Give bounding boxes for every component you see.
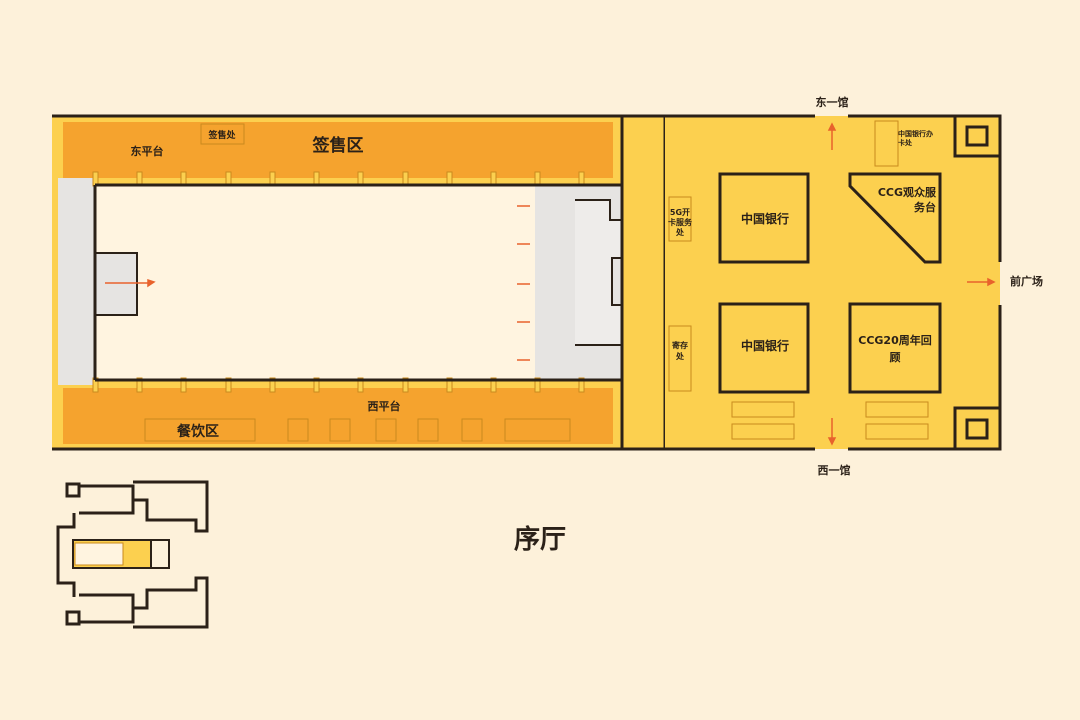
west-platform-label: 西平台 bbox=[368, 399, 401, 413]
column-row-bottom bbox=[92, 377, 585, 393]
ticket-area-zone[interactable] bbox=[63, 122, 613, 178]
locator-minimap bbox=[56, 480, 209, 629]
ccg-20th-room[interactable] bbox=[848, 302, 942, 394]
flow-arrows bbox=[105, 122, 996, 446]
front-hall-area bbox=[665, 116, 1000, 449]
5g-service-box[interactable] bbox=[668, 196, 692, 242]
storage-label: 寄存处 bbox=[672, 341, 688, 361]
corridor bbox=[622, 116, 665, 449]
bank-bottom-label: 中国银行 bbox=[741, 338, 789, 353]
left-stairs bbox=[58, 178, 95, 385]
5g-service-label: 5G开卡服务处 bbox=[668, 208, 692, 237]
main-hall-floor bbox=[95, 185, 535, 380]
benches bbox=[731, 401, 929, 440]
bank-card-office-label: 中国银行办卡处 bbox=[898, 130, 933, 147]
exit-west-hall[interactable]: 西一馆 bbox=[818, 463, 851, 477]
bank-card-office-box[interactable] bbox=[874, 120, 899, 167]
west-platform-zone[interactable] bbox=[63, 388, 613, 444]
bank-room-top[interactable] bbox=[718, 172, 810, 264]
ccg-service-label: CCG观众服务台 bbox=[877, 186, 936, 214]
ticket-desk-box[interactable] bbox=[200, 123, 245, 145]
dining-area-box[interactable] bbox=[144, 418, 256, 442]
ticket-desk-label: 签售处 bbox=[207, 129, 236, 141]
east-platform-label: 东平台 bbox=[131, 144, 164, 158]
ticket-area-label: 签售区 bbox=[312, 135, 364, 156]
exit-front-plaza[interactable]: 前广场 bbox=[1010, 274, 1043, 288]
dining-stalls bbox=[287, 418, 571, 442]
ccg-service-room[interactable] bbox=[848, 172, 942, 264]
dining-area-label: 餐饮区 bbox=[176, 423, 219, 440]
bank-top-label: 中国银行 bbox=[741, 211, 789, 226]
left-steps bbox=[94, 252, 138, 316]
ccg-20th-label: CCG20周年回顾 bbox=[858, 334, 932, 364]
bank-room-bottom[interactable] bbox=[718, 302, 810, 394]
outer-wall bbox=[52, 114, 1002, 451]
storage-box[interactable] bbox=[668, 325, 692, 392]
page-title: 序厅 bbox=[514, 524, 566, 555]
exit-east-hall[interactable]: 东一馆 bbox=[816, 95, 849, 109]
